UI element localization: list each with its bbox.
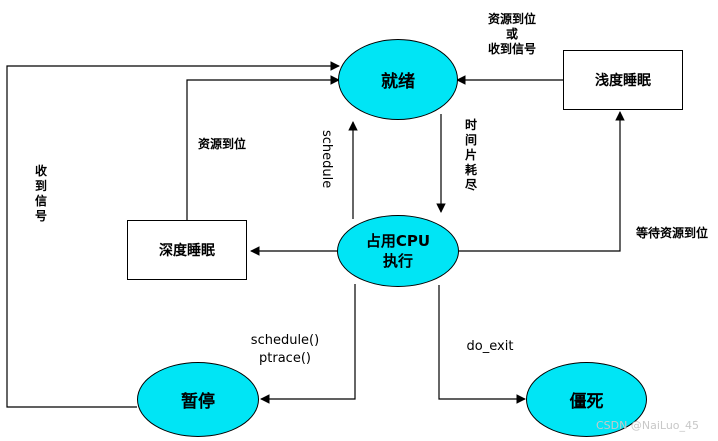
label-timeslice: 时 间 片 耗 尽 — [464, 118, 477, 192]
node-deep-sleep: 深度睡眠 — [127, 220, 247, 280]
node-running: 占用CPU 执行 — [337, 215, 459, 287]
label-deep-sleep-to-ready: 资源到位 — [197, 137, 246, 151]
edge-running-to-light-sleep — [459, 111, 625, 252]
label-stopped-to-ready: 收 到 信 号 — [34, 164, 47, 223]
label-light-sleep-to-ready: 资源到位 或 收到信号 — [487, 12, 536, 56]
node-deep-sleep-label: 深度睡眠 — [159, 243, 215, 259]
node-zombie-label: 僵死 — [569, 392, 604, 412]
label-do-exit: do_exit — [466, 339, 514, 354]
node-ready: 就绪 — [338, 39, 458, 120]
edge-running-to-zombie — [438, 285, 526, 404]
label-schedule: schedule — [319, 130, 334, 189]
edge-stopped-to-ready — [6, 61, 340, 408]
node-stopped-label: 暂停 — [181, 392, 215, 412]
node-zombie: 僵死 — [526, 362, 647, 437]
node-ready-label: 就绪 — [381, 72, 415, 92]
node-light-sleep-label: 浅度睡眠 — [595, 73, 651, 89]
node-running-label-line2: 执行 — [382, 252, 413, 270]
watermark: CSDN @NaiLuo_45 — [596, 419, 700, 432]
edge-running-to-stopped — [260, 284, 356, 404]
edge-deep-sleep-to-ready — [186, 75, 340, 220]
node-light-sleep: 浅度睡眠 — [563, 50, 683, 110]
label-wait-resource: 等待资源到位 — [635, 226, 708, 240]
node-running-label-line1: 占用CPU — [365, 232, 431, 250]
label-to-stopped: schedule() ptrace() — [250, 333, 320, 366]
node-stopped: 暂停 — [137, 362, 259, 437]
